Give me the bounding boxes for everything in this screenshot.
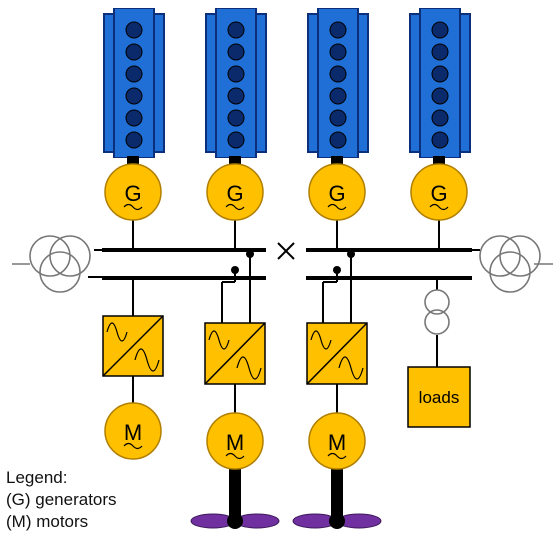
motor-3: M bbox=[308, 412, 366, 470]
sine-icon bbox=[327, 452, 347, 460]
generator-label: G bbox=[124, 181, 141, 206]
converter-3 bbox=[306, 322, 368, 385]
sine-icon bbox=[123, 203, 143, 211]
engine-3 bbox=[307, 8, 369, 158]
sine-icon bbox=[225, 452, 245, 460]
propeller-2 bbox=[292, 513, 382, 529]
junction-dots bbox=[231, 250, 355, 274]
legend: Legend: (G) generators (M) motors bbox=[6, 467, 117, 533]
propeller-shafts bbox=[229, 466, 343, 522]
generator-2: G bbox=[206, 163, 264, 221]
generator-label: G bbox=[328, 181, 345, 206]
engine-1 bbox=[103, 8, 165, 158]
generator-label: G bbox=[430, 181, 447, 206]
motor-2: M bbox=[206, 412, 264, 470]
legend-motors: (M) motors bbox=[6, 512, 89, 531]
engine-4 bbox=[409, 8, 471, 158]
generator-3: G bbox=[308, 163, 366, 221]
cross-icon bbox=[277, 242, 295, 260]
motor-label: M bbox=[226, 430, 244, 455]
transformer-loads bbox=[424, 289, 450, 335]
converter-2 bbox=[204, 322, 266, 385]
legend-title: Legend: bbox=[6, 468, 68, 487]
motor-1: M bbox=[104, 402, 162, 460]
propeller-1 bbox=[190, 513, 280, 529]
engine-shafts bbox=[127, 156, 445, 166]
bus-bars bbox=[102, 248, 472, 280]
generator-4: G bbox=[410, 163, 468, 221]
sine-icon bbox=[225, 203, 245, 211]
engine-2 bbox=[205, 8, 267, 158]
legend-generators: (G) generators bbox=[6, 490, 117, 509]
sine-icon bbox=[123, 442, 143, 450]
sine-icon bbox=[327, 203, 347, 211]
wiring bbox=[88, 220, 480, 416]
loads-box: loads bbox=[407, 366, 471, 428]
transformer-right bbox=[479, 235, 553, 293]
generator-1: G bbox=[104, 163, 162, 221]
converter-1 bbox=[102, 315, 164, 377]
sine-icon bbox=[429, 203, 449, 211]
transformer-left bbox=[12, 235, 91, 293]
generator-label: G bbox=[226, 181, 243, 206]
loads-label: loads bbox=[419, 388, 460, 407]
motor-label: M bbox=[328, 430, 346, 455]
motor-label: M bbox=[124, 420, 142, 445]
